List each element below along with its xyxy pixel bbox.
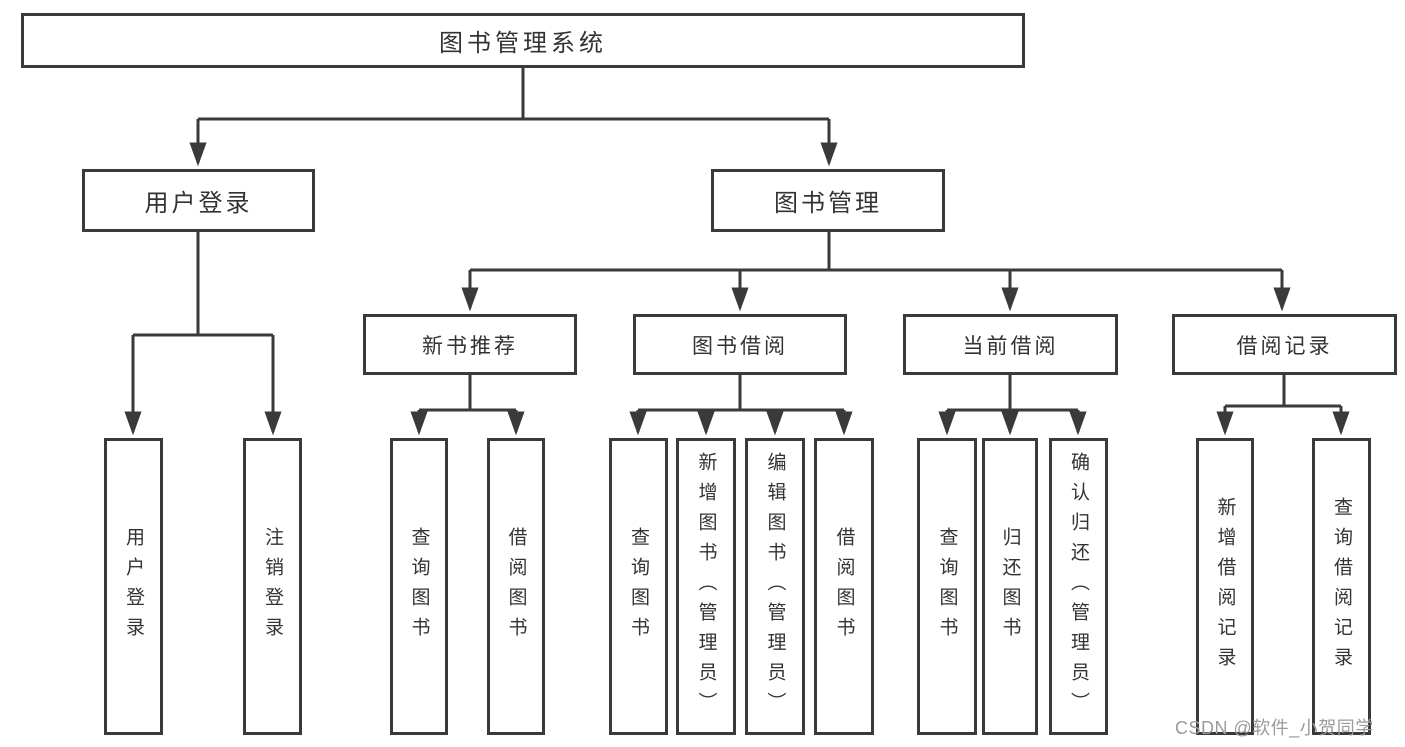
node-book-borrow: 图书借阅	[633, 314, 847, 375]
csdn-watermark: CSDN @软件_小贺同学	[1175, 718, 1374, 738]
node-label: 借阅记录	[1236, 334, 1333, 358]
node-leaf-query-borrow-record: 查询借阅记录	[1312, 438, 1371, 735]
node-label: 查询借阅记录	[1331, 496, 1352, 677]
node-label: 注销登录	[262, 526, 283, 647]
node-label: 用户登录	[144, 190, 253, 217]
node-leaf-borrow-books-1: 借阅图书	[487, 438, 545, 735]
node-leaf-borrow-books-2: 借阅图书	[814, 438, 874, 735]
node-leaf-add-books-admin: 新增图书（管理员）	[676, 438, 736, 735]
node-borrow-record: 借阅记录	[1172, 314, 1397, 375]
connector-book-borrow	[638, 375, 844, 412]
node-label: 新增借阅记录	[1214, 496, 1236, 677]
node-new-book-recommend: 新书推荐	[363, 314, 577, 375]
node-label: 借阅图书	[833, 526, 855, 647]
node-label: 查询图书	[408, 526, 430, 647]
node-label: 借阅图书	[505, 526, 527, 647]
node-label: 新增图书（管理员）	[695, 451, 717, 722]
connector-book-management	[470, 232, 1282, 272]
node-label: 图书借阅	[692, 334, 788, 358]
node-label: 用户登录	[123, 526, 144, 647]
node-label: 归还图书	[999, 526, 1021, 647]
node-leaf-logout: 注销登录	[243, 438, 302, 735]
node-label: 查询图书	[936, 526, 958, 647]
node-leaf-query-books-2: 查询图书	[609, 438, 668, 735]
node-book-management: 图书管理	[711, 169, 945, 232]
connector-new-book	[419, 375, 516, 412]
node-label: 确认归还（管理员）	[1068, 451, 1089, 722]
node-leaf-query-books-3: 查询图书	[917, 438, 977, 735]
node-leaf-confirm-return-admin: 确认归还（管理员）	[1049, 438, 1108, 735]
node-label: 图书管理	[774, 190, 882, 217]
node-label: 当前借阅	[962, 334, 1059, 358]
node-label: 新书推荐	[422, 334, 518, 358]
node-leaf-add-borrow-record: 新增借阅记录	[1196, 438, 1254, 735]
node-user-login: 用户登录	[82, 169, 315, 232]
node-library-management-system: 图书管理系统	[21, 13, 1025, 68]
node-leaf-edit-books-admin: 编辑图书（管理员）	[745, 438, 805, 735]
node-label: 编辑图书（管理员）	[764, 451, 786, 722]
node-label: 查询图书	[628, 526, 649, 647]
node-leaf-user-login: 用户登录	[104, 438, 163, 735]
node-leaf-query-books-1: 查询图书	[390, 438, 448, 735]
connector-root	[198, 68, 829, 121]
node-label: 图书管理系统	[439, 30, 607, 57]
connector-current-borrow	[947, 375, 1078, 412]
connector-user-login	[133, 232, 273, 337]
connector-borrow-record	[1225, 375, 1341, 408]
node-current-borrow: 当前借阅	[903, 314, 1118, 375]
node-leaf-return-books: 归还图书	[982, 438, 1038, 735]
